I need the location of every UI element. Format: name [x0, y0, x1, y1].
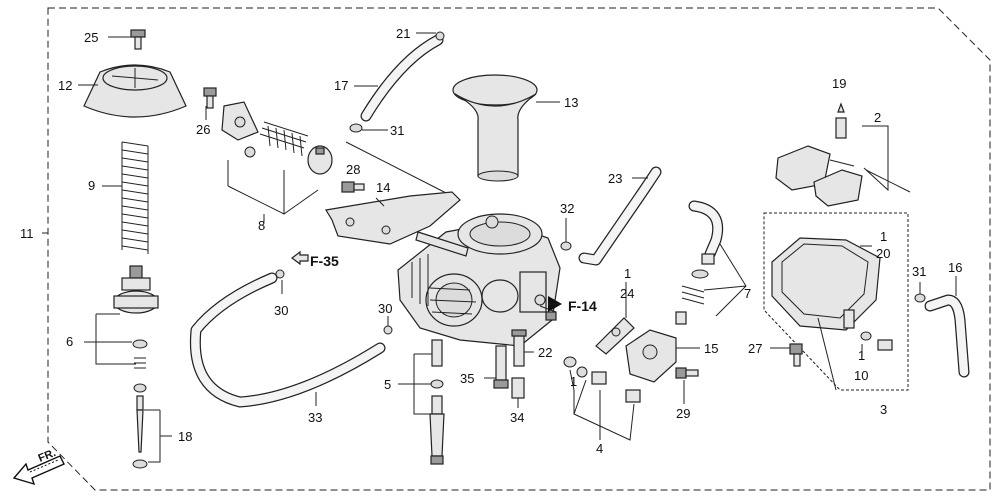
- callout: 34: [510, 410, 524, 425]
- callout: 16: [948, 260, 962, 275]
- screw-25: [130, 29, 146, 50]
- bracket-plate: [221, 101, 259, 141]
- spring-small: [259, 121, 309, 157]
- callout: 35: [460, 371, 474, 386]
- pump-cover-15: [625, 329, 677, 383]
- callout: 26: [196, 122, 210, 137]
- screw-26: [203, 87, 217, 109]
- carburetor-body: [397, 213, 561, 347]
- callout: 18: [178, 429, 192, 444]
- jet-34: [511, 377, 525, 399]
- ref-label-f35: F-35: [310, 253, 339, 269]
- ref-arrow-f14: [548, 296, 562, 312]
- callout: 12: [58, 78, 72, 93]
- ref-arrow-f35: [291, 250, 309, 266]
- callout: 2: [874, 110, 881, 125]
- callout: 31: [390, 123, 404, 138]
- callout: 6: [66, 334, 73, 349]
- jet-needle-18: [132, 395, 148, 469]
- callout: 32: [560, 201, 574, 216]
- callout: 3: [880, 402, 887, 417]
- callout: 13: [564, 95, 578, 110]
- callout: 10: [854, 368, 868, 383]
- callout: 5: [384, 377, 391, 392]
- screw-27: [789, 343, 803, 367]
- assembly-boundary: [47, 7, 991, 491]
- screw-28: [341, 181, 365, 193]
- jet-stack-5: [429, 339, 445, 465]
- gasket-24: [595, 317, 635, 355]
- callout: 1: [858, 348, 865, 363]
- needle-valve: [307, 145, 333, 175]
- callout: 1: [880, 229, 887, 244]
- callout: 27: [748, 341, 762, 356]
- callout: 9: [88, 178, 95, 193]
- slide-holder-6: [113, 265, 159, 314]
- front-direction-arrow: FR.: [12, 447, 65, 486]
- callout: 22: [538, 345, 552, 360]
- callout: 1: [624, 266, 631, 281]
- callout: 4: [596, 441, 603, 456]
- callout-labels: 25 12 9 11 6 18 26 8 17 21 31 13 28 14 3…: [20, 26, 962, 456]
- callout: 1: [570, 374, 577, 389]
- callout: 30: [378, 301, 392, 316]
- throttle-bracket-14: [325, 191, 461, 245]
- callout: 17: [334, 78, 348, 93]
- callout: 30: [274, 303, 288, 318]
- jet-22: [511, 329, 527, 367]
- ref-label-f14: F-14: [568, 298, 597, 314]
- callout: 29: [676, 406, 690, 421]
- callout: 28: [346, 162, 360, 177]
- float-chamber-20: [771, 237, 881, 331]
- callout: 33: [308, 410, 322, 425]
- callout: 23: [608, 171, 622, 186]
- air-funnel-13: [452, 74, 538, 182]
- callout: 19: [832, 76, 846, 91]
- top-cover-12: [83, 64, 187, 118]
- callout: 14: [376, 180, 390, 195]
- callout: 20: [876, 246, 890, 261]
- callout: 8: [258, 218, 265, 233]
- screw-29: [675, 367, 699, 379]
- callout: 11: [20, 226, 34, 241]
- callout: 25: [84, 30, 98, 45]
- callout: 31: [912, 264, 926, 279]
- float-needle-19: [835, 102, 847, 139]
- callout: 15: [704, 341, 718, 356]
- clip-washers: [132, 339, 148, 393]
- callout: 21: [396, 26, 410, 41]
- float-2: [775, 145, 911, 207]
- jet-35: [493, 345, 509, 389]
- callout: 7: [744, 286, 751, 301]
- callout: 24: [620, 286, 634, 301]
- spring-9: [121, 141, 149, 254]
